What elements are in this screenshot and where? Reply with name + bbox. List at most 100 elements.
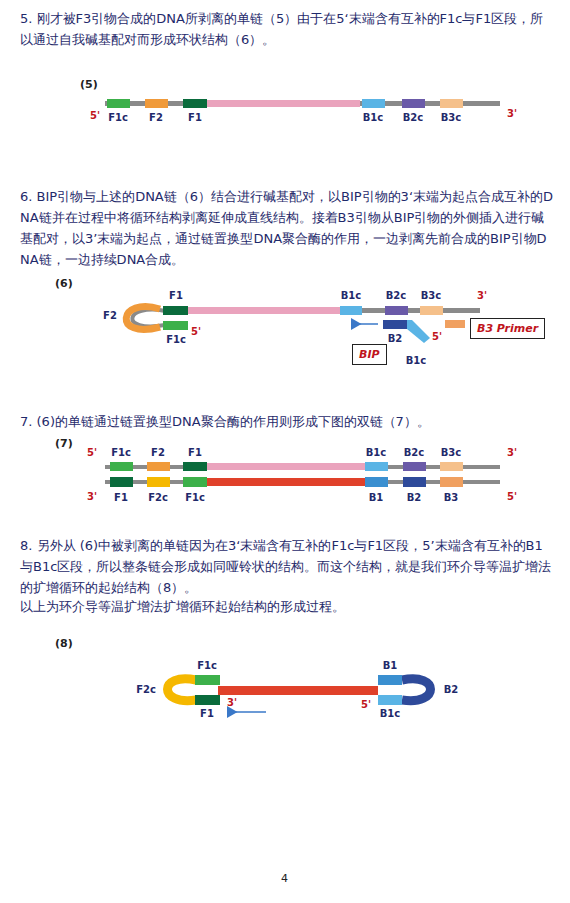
strand-part: [383, 320, 407, 329]
segment-label: B1c: [380, 708, 401, 719]
strand-part: [440, 462, 463, 471]
strand-end: 3': [227, 697, 237, 708]
strand-part: [207, 100, 360, 107]
strand-part: [340, 306, 362, 315]
segment-label: F1c: [108, 112, 128, 123]
strand-part: [403, 477, 426, 487]
segment-label: F2c: [136, 684, 156, 695]
segment-label: B3c: [441, 447, 462, 458]
segment-label: F1c: [111, 447, 131, 458]
strand-part: [188, 307, 340, 314]
segment-label: F1: [169, 290, 183, 301]
segment-label: B1c: [366, 447, 387, 458]
segment-label: B2: [407, 492, 422, 503]
strand-part: [420, 306, 443, 315]
strand-part: [132, 310, 165, 327]
strand-part: [218, 686, 378, 695]
segment-label: F1c: [166, 334, 186, 345]
strand-part: [147, 462, 170, 471]
paragraph-text: 5. 刚才被F3引物合成的DNA所剥离的单链（5）由于在5‘末端含有互补的F1c…: [20, 8, 555, 50]
segment-label: B2: [444, 684, 459, 695]
strand-part: [168, 679, 197, 701]
strand-part: [378, 675, 402, 685]
segment-label: F2: [103, 310, 117, 321]
segment-label: B2c: [403, 112, 424, 123]
segment-label: F1: [188, 112, 202, 123]
segment-label: F2: [149, 112, 163, 123]
paragraph-text: 以上为环介导等温扩增法扩增循环起始结构的形成过程。: [20, 596, 555, 617]
strand-part: [195, 695, 220, 705]
segment-label: F1c: [197, 660, 217, 671]
paragraph-text: 6. BIP引物与上述的DNA链（6）结合进行碱基配对，以BIP引物的3‘末端为…: [20, 186, 555, 270]
segment-label: B2c: [404, 447, 425, 458]
strand-end: 3': [507, 447, 517, 458]
segment-label: B1c: [341, 290, 362, 301]
strand-part: [445, 320, 465, 328]
segment-label: F2c: [148, 492, 168, 503]
strand-part: [402, 679, 431, 701]
strand-part: [147, 477, 170, 487]
strand-part: [407, 320, 430, 343]
figure-number: (7): [55, 437, 73, 450]
paragraph-text: 8. 另外从 (6)中被剥离的单链因为在3‘末端含有互补的F1c与F1区段，5’…: [20, 535, 555, 598]
figure-number: (5): [80, 78, 98, 91]
strand-part: [402, 99, 425, 108]
strand-end: 5': [87, 447, 97, 458]
strand-part: [163, 321, 188, 330]
strand-end: 5': [361, 699, 371, 710]
figure-number: (8): [55, 637, 73, 650]
strand-part: [378, 695, 402, 705]
strand-part: [183, 462, 207, 471]
segment-label: B1: [383, 660, 398, 671]
strand-part: [403, 462, 426, 471]
segment-label: B3: [444, 492, 459, 503]
strand-part: [110, 477, 133, 487]
segment-label: F1: [188, 447, 202, 458]
strand-end: 3': [507, 108, 517, 119]
paragraph-text: 7. (6)的单链通过链置换型DNA聚合酶的作用则形成下图的双链（7）。: [20, 411, 555, 432]
strand-part: [365, 462, 388, 471]
segment-label: F1: [200, 708, 214, 719]
segment-label: B1c: [363, 112, 384, 123]
segment-label: B3c: [441, 112, 462, 123]
strand-part: [207, 478, 365, 486]
figure-number: (6): [55, 277, 73, 290]
strand-part: [385, 306, 408, 315]
strand-part: [236, 711, 266, 713]
segment-label: F1c: [185, 492, 205, 503]
strand-part: [440, 99, 463, 108]
box-text: BIP: [359, 348, 380, 361]
strand-part: [195, 675, 220, 685]
single-strand-5: [105, 99, 500, 108]
segment-label: F2: [151, 447, 165, 458]
strand-part: [145, 99, 168, 108]
strand-end: 5': [90, 110, 100, 121]
box-text: B3 Primer: [477, 322, 538, 335]
strand-end: 5': [432, 331, 442, 342]
strand-part: [183, 477, 207, 487]
strand-part: [183, 99, 207, 108]
strand-end: 3': [87, 491, 97, 502]
primer-box: BIP: [352, 344, 387, 365]
strand-part: [207, 463, 365, 470]
segment-label: B1: [369, 492, 384, 503]
strand-part: [107, 99, 130, 108]
segment-label: F1: [114, 492, 128, 503]
strand-end: 5': [507, 491, 517, 502]
strand-part: [365, 477, 388, 487]
strand-end: 5': [191, 326, 201, 337]
strand-part: [163, 306, 188, 315]
dumbbell-8: [168, 675, 431, 712]
segment-label: B3c: [421, 290, 442, 301]
segment-label: B1c: [406, 355, 427, 366]
strand-part: [362, 99, 385, 108]
strand-part: [110, 462, 133, 471]
strand-part: [360, 323, 378, 325]
segment-label: B2: [388, 333, 403, 344]
double-strand-7: [105, 462, 500, 487]
strand-end: 3': [477, 290, 487, 301]
primer-box: B3 Primer: [470, 318, 545, 339]
segment-label: B2c: [386, 290, 407, 301]
